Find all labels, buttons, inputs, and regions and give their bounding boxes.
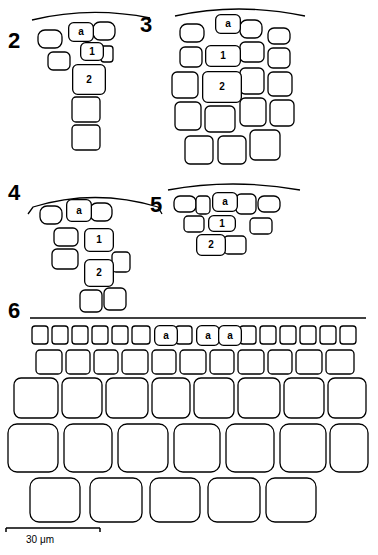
labelled-cell: a [68,22,94,42]
figure-number: 3 [140,14,152,36]
cell-letter: a [218,331,242,341]
labelled-cell: a [154,325,178,346]
labelled-cell: a [218,325,242,346]
labelled-cell: 1 [84,228,114,252]
figure-number: 2 [8,30,20,52]
labelled-cell: a [196,325,220,346]
cell-letter: 2 [84,268,114,278]
cell-letter: 2 [202,82,242,92]
cell-letter: a [66,206,92,216]
labelled-cell: a [66,199,92,222]
labelled-cell: a [212,192,238,212]
scale-label: 30 μm [26,535,54,545]
labelled-cell: 2 [72,64,106,95]
cell-letter: a [154,331,178,341]
figure-number: 6 [8,300,20,322]
cell-letter: 1 [208,219,236,229]
figure-number: 4 [8,182,20,204]
cell-letter: a [196,331,220,341]
labelled-cell: 2 [196,234,226,256]
cell-letter: 1 [84,235,114,245]
cell-letter: 2 [196,240,226,250]
labelled-cell: 1 [80,42,104,61]
cell-letter: 2 [72,75,106,85]
cell-letter: 1 [205,51,241,61]
cell-letter: a [212,197,238,207]
labelled-cell: a [215,14,241,34]
cell-letter: a [215,19,241,29]
cell-letter: 1 [80,47,104,57]
figure-number: 5 [150,194,162,216]
labelled-cell: 2 [202,71,242,103]
labelled-cell: 2 [84,259,114,287]
labelled-cell: 1 [205,45,241,67]
cell-letter: a [68,27,94,37]
labelled-cell: 1 [208,215,236,232]
